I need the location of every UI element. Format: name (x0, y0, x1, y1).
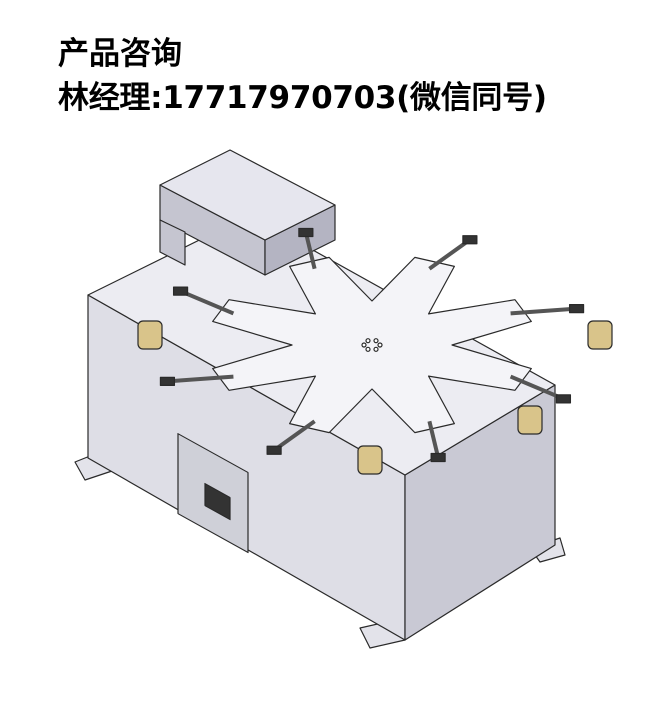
gripper-pad (137, 320, 163, 350)
gripper-arm (510, 306, 577, 316)
hub-hole (373, 338, 379, 344)
product-inquiry-heading: 产品咨询 (58, 36, 182, 72)
hub-hole (373, 346, 379, 352)
gripper-tip (430, 452, 446, 463)
hub-hole (377, 342, 383, 348)
star-plate (212, 256, 532, 434)
gripper-arm (303, 232, 317, 270)
gripper-arm (167, 374, 234, 384)
gripper-tip (555, 394, 572, 404)
gripper-tip (568, 304, 585, 314)
gripper-pad (357, 445, 383, 475)
star-wheel (137, 227, 613, 475)
cover-top (159, 149, 336, 241)
hub-hole (365, 346, 371, 352)
gripper-arm (509, 374, 565, 401)
hub-hole (365, 338, 371, 344)
contact-phone: 林经理:17717970703(微信同号) (58, 80, 547, 116)
gripper-pad (587, 320, 613, 350)
gripper-tip (298, 227, 314, 238)
gripper-arm (272, 419, 316, 452)
gripper-tip (462, 235, 478, 245)
gripper-arm (179, 289, 235, 316)
cover-leg (159, 219, 186, 266)
gripper-tip (172, 286, 189, 296)
gripper-arm (427, 420, 441, 458)
gripper-arm (428, 238, 472, 271)
hub-hole (361, 342, 367, 348)
gripper-tip (159, 376, 176, 386)
gripper-tip (266, 445, 282, 455)
power-socket (204, 482, 231, 521)
gripper-pad (517, 405, 543, 435)
